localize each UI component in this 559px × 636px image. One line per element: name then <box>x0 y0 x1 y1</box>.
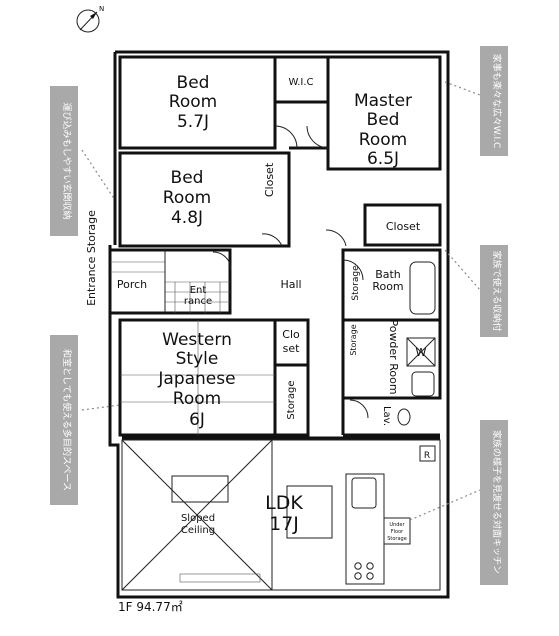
under-floor-storage-line2: Floor <box>391 529 404 535</box>
western-room-label: Western Style Japanese Room 6J <box>157 330 235 430</box>
entrance-storage-label: Entrance Storage <box>85 210 98 306</box>
storage-3-label: Storage <box>349 324 358 355</box>
callout-entrance-storage: 運び込みもしやすい玄関収納 <box>50 86 116 236</box>
callout-japanese-room: 和室としても使える多目的スペース <box>50 335 121 505</box>
western-room-line4: Room <box>173 389 221 409</box>
bath-room-line2: Room <box>372 280 403 293</box>
bed-room-2-size: 4.8J <box>171 208 203 228</box>
compass-icon: N <box>76 5 104 33</box>
washer-label: W <box>416 346 427 359</box>
under-floor-storage-line3: Storage <box>387 536 407 542</box>
floor-area-label: 1F 94.77㎡ <box>118 600 183 614</box>
hall-label: Hall <box>280 278 301 291</box>
sink-icon <box>351 477 377 509</box>
master-bed-room-line2: Bed <box>367 110 400 130</box>
vanity-icon <box>411 371 435 397</box>
bed-room-1-line1: Bed <box>177 73 210 93</box>
sloped-ceiling-lines <box>121 439 273 591</box>
western-room-line2: Style <box>176 349 219 369</box>
outer-walls <box>108 50 450 599</box>
callout-kitchen-text: 家族の様子を見渡せる対面キッチン <box>491 430 503 574</box>
stair-steps <box>110 250 166 313</box>
master-bed-room-line3: Room <box>359 130 407 150</box>
lav-label: Lav. <box>381 406 392 426</box>
closet-3-line1: Clo <box>282 328 300 341</box>
callout-japanese-room-text: 和室としても使える多目的スペース <box>61 349 73 491</box>
sloped-ceiling-line2: Ceiling <box>181 525 215 536</box>
door-swings <box>212 125 369 419</box>
closet-3-line2: set <box>283 342 300 355</box>
stove-burner-icon <box>366 562 374 570</box>
callout-wic-text: 家事も楽々な広々W.I.C <box>491 54 503 149</box>
western-room-line1: Western <box>162 330 232 350</box>
sofa-icon <box>171 475 229 503</box>
tv-board-icon <box>179 573 261 583</box>
ldk-line1: LDK <box>265 492 303 514</box>
callout-kitchen: 家族の様子を見渡せる対面キッチン <box>409 420 508 585</box>
under-floor-storage-box <box>383 517 411 545</box>
bath-room-line1: Bath <box>375 268 401 281</box>
callout-wic: 家事も楽々な広々W.I.C <box>444 46 508 156</box>
sloped-ceiling-line1: Sloped <box>181 513 215 524</box>
bed-room-1-size: 5.7J <box>177 112 209 132</box>
closet-2-label: Closet <box>386 220 421 233</box>
bathtub-icon <box>409 261 436 315</box>
bed-room-1-line2: Room <box>169 92 217 112</box>
entrance-line1: Ent <box>190 285 207 296</box>
bed-room-2-line1: Bed <box>171 168 204 188</box>
master-bed-room-label: Master Bed Room 6.5J <box>354 91 412 169</box>
wic-label: W.I.C <box>288 77 313 88</box>
interior-walls <box>108 55 442 591</box>
toilet-icon <box>397 408 411 426</box>
bed-room-1-label: Bed Room 5.7J <box>169 73 217 132</box>
western-room-line3: Japanese <box>157 369 235 389</box>
callout-storage: 家族で使える収納付 <box>444 245 508 337</box>
storage-1-label: Storage <box>351 265 361 301</box>
closet-1-label: Closet <box>263 162 276 197</box>
ldk-line2: 17J <box>269 513 299 535</box>
callout-entrance-storage-text: 運び込みもしやすい玄関収納 <box>61 103 73 220</box>
fridge-box <box>419 445 436 462</box>
powder-room-label: Powder Room <box>387 319 400 394</box>
stove-burner-icon <box>354 562 362 570</box>
storage-2-label: Storage <box>286 380 297 419</box>
under-floor-storage-line1: Under <box>389 522 405 528</box>
master-bed-room-line1: Master <box>354 91 412 111</box>
stove-burner-icon <box>354 572 362 580</box>
entrance-line2: rance <box>184 296 212 307</box>
dining-table-icon <box>286 485 333 539</box>
fridge-label: R <box>424 451 430 461</box>
callout-storage-text: 家族で使える収納付 <box>491 251 503 332</box>
western-room-size: 6J <box>189 410 205 430</box>
entrance-tiles <box>165 281 230 313</box>
bed-room-2-line2: Room <box>163 188 211 208</box>
bed-room-2-label: Bed Room 4.8J <box>163 168 211 228</box>
tatami-lines <box>120 320 275 435</box>
compass-north-label: N <box>99 5 104 13</box>
stove-burner-icon <box>366 572 374 580</box>
porch-label: Porch <box>117 278 147 291</box>
master-bed-room-size: 6.5J <box>367 149 399 169</box>
washer-box <box>406 337 436 367</box>
